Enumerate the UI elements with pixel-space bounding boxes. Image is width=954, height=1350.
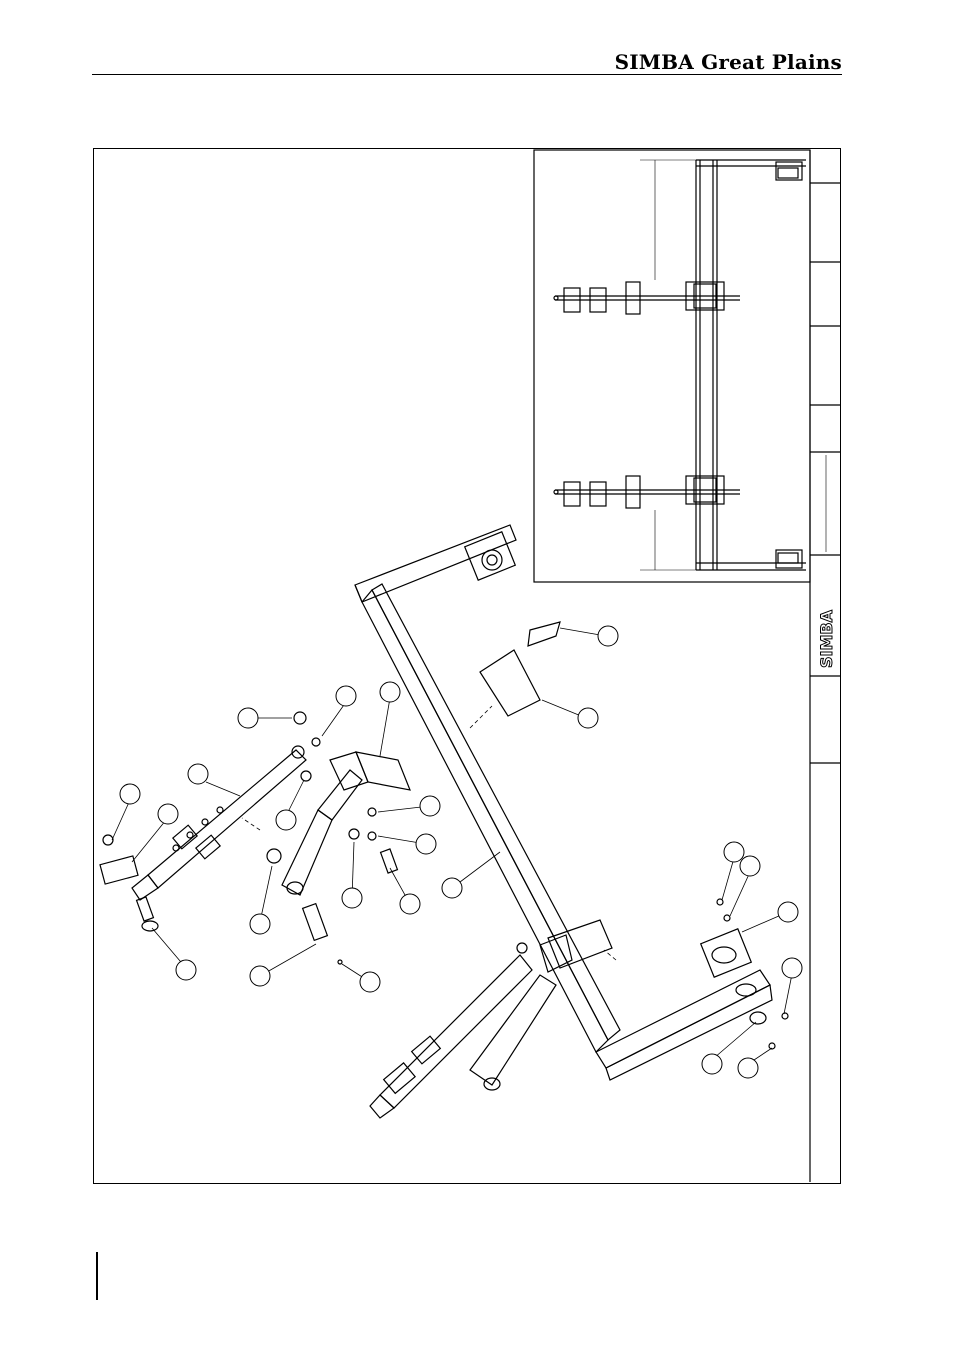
callout-18	[542, 700, 598, 728]
upper-exploded-parts	[100, 622, 788, 1049]
callout-4	[188, 764, 240, 796]
callout-10	[250, 866, 272, 934]
callout-3	[380, 682, 400, 756]
inset-plan-view	[534, 150, 810, 582]
callout-15	[250, 944, 316, 986]
callout-13	[442, 852, 500, 898]
callout-19	[722, 842, 744, 900]
main-frame-beam	[355, 525, 772, 1080]
lower-arm-assembly	[370, 943, 556, 1118]
callout-14	[152, 928, 196, 980]
page-edge-mark	[96, 1252, 98, 1300]
callout-21	[742, 902, 798, 932]
callout-24	[738, 1048, 772, 1078]
callout-11	[342, 842, 362, 908]
callout-16	[342, 964, 380, 992]
callout-2	[322, 686, 356, 736]
callout-balloons	[112, 626, 802, 1078]
callout-22	[782, 958, 802, 1014]
callout-5	[112, 784, 140, 840]
callout-17	[560, 626, 618, 646]
callout-9	[378, 834, 436, 854]
callout-8	[378, 796, 440, 816]
title-block-logo: SIMBA	[817, 609, 836, 668]
title-block: SIMBA	[810, 150, 840, 1182]
callout-20	[730, 856, 760, 916]
callout-7	[276, 780, 304, 830]
callout-12	[390, 868, 420, 914]
callout-1	[238, 708, 292, 728]
callout-6	[132, 804, 178, 862]
